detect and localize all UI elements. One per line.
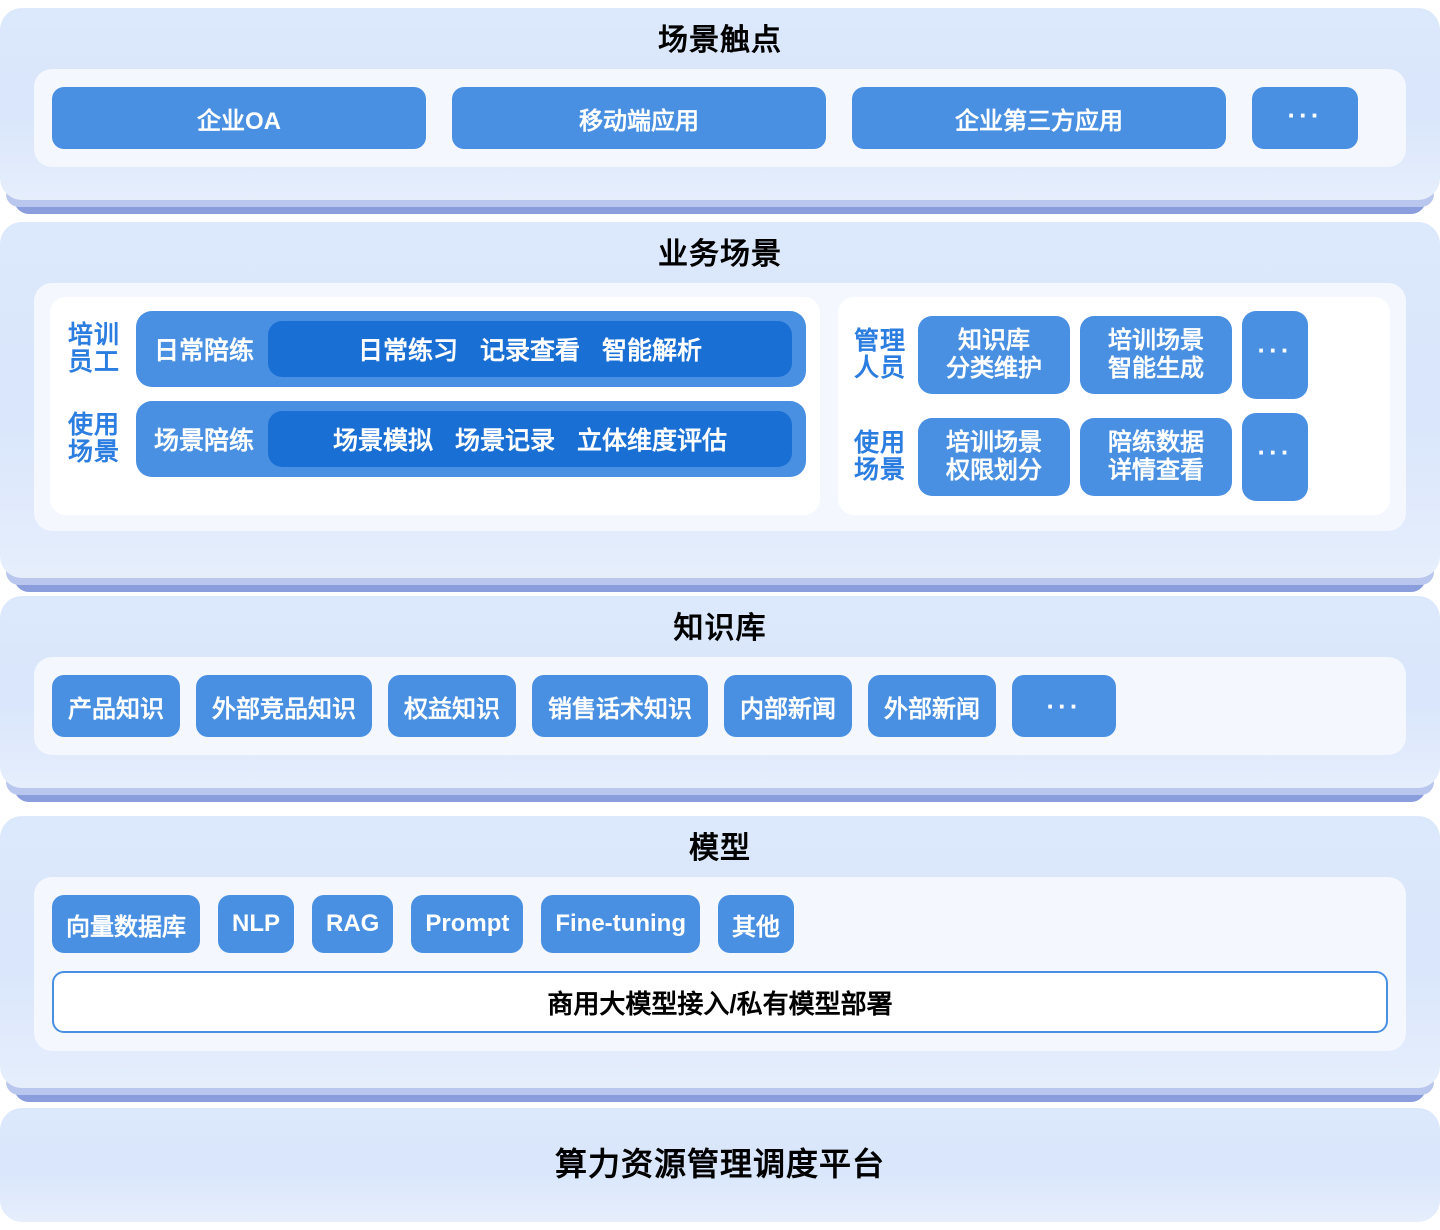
scene-inner-pill[interactable]: 日常练习 记录查看 智能解析 (268, 321, 792, 377)
scene-item[interactable]: 记录查看 (480, 337, 581, 365)
label-line-1: 使用 (67, 411, 120, 439)
model-panel: 模型 向量数据库 NLP RAG Prompt Fine-tuning 其他 商… (0, 816, 1440, 1088)
compute-panel: 算力资源管理调度平台 (0, 1108, 1440, 1222)
business-card: 培训 员工 日常陪练 日常练习 记录查看 智能解析 (34, 283, 1406, 531)
admin-card[interactable]: 陪练数据 详情查看 (1080, 418, 1232, 496)
knowledge-item-2[interactable]: 权益知识 (388, 675, 516, 737)
scene-item[interactable]: 智能解析 (602, 337, 703, 365)
section-touchpoints: 场景触点 企业OA 移动端应用 企业第三方应用 ··· (0, 8, 1440, 214)
business-right-group: 管理 人员 知识库 分类维护 培训场景 智能生成 ··· (838, 297, 1390, 515)
scene-inner-pill[interactable]: 场景模拟 场景记录 立体维度评估 (268, 411, 792, 467)
compute-title: 算力资源管理调度平台 (554, 1146, 885, 1183)
scene-pill-head: 场景陪练 (154, 427, 255, 455)
business-title: 业务场景 (658, 238, 782, 271)
admin-card-line-1: 知识库 (958, 326, 1030, 354)
touchpoint-item-1[interactable]: 移动端应用 (452, 87, 826, 149)
model-tech-row: 向量数据库 NLP RAG Prompt Fine-tuning 其他 (52, 895, 1388, 953)
label-line-1: 使用 (853, 429, 906, 457)
model-card: 向量数据库 NLP RAG Prompt Fine-tuning 其他 商用大模… (34, 877, 1406, 1051)
touchpoint-more-icon[interactable]: ··· (1252, 87, 1358, 149)
model-item-1[interactable]: NLP (218, 895, 294, 953)
business-row-label: 培训 员工 (64, 322, 124, 376)
label-line-1: 管理 (853, 327, 906, 355)
section-knowledge-base: 知识库 产品知识 外部竞品知识 权益知识 销售话术知识 内部新闻 外部新闻 ··… (0, 596, 1440, 802)
model-item-2[interactable]: RAG (312, 895, 394, 953)
business-row-label: 使用 场景 (852, 430, 908, 484)
business-left-group: 培训 员工 日常陪练 日常练习 记录查看 智能解析 (50, 297, 820, 515)
knowledge-item-4[interactable]: 内部新闻 (724, 675, 852, 737)
business-row-admin: 管理 人员 知识库 分类维护 培训场景 智能生成 ··· (852, 311, 1376, 399)
scene-pill-head: 日常陪练 (154, 337, 255, 365)
admin-more-icon[interactable]: ··· (1242, 413, 1308, 501)
admin-card-line-2: 智能生成 (1108, 355, 1204, 382)
label-line-2: 人员 (853, 354, 906, 382)
knowledge-more-icon[interactable]: ··· (1012, 675, 1116, 737)
scene-item[interactable]: 立体维度评估 (577, 427, 728, 455)
admin-card[interactable]: 知识库 分类维护 (918, 316, 1070, 394)
business-panel: 业务场景 培训 员工 日常陪练 日常练习 记录查看 智能 (0, 222, 1440, 578)
business-row-label: 使用 场景 (64, 412, 124, 466)
business-row-label: 管理 人员 (852, 328, 908, 382)
admin-card-line-1: 培训场景 (1108, 326, 1204, 354)
knowledge-panel: 知识库 产品知识 外部竞品知识 权益知识 销售话术知识 内部新闻 外部新闻 ··… (0, 596, 1440, 788)
admin-card-line-1: 陪练数据 (1108, 428, 1204, 456)
touchpoints-card: 企业OA 移动端应用 企业第三方应用 ··· (34, 69, 1406, 167)
model-deployment-note: 商用大模型接入/私有模型部署 (52, 971, 1388, 1033)
admin-card-line-2: 权限划分 (946, 457, 1042, 484)
knowledge-item-5[interactable]: 外部新闻 (868, 675, 996, 737)
touchpoint-item-2[interactable]: 企业第三方应用 (852, 87, 1226, 149)
knowledge-card: 产品知识 外部竞品知识 权益知识 销售话术知识 内部新闻 外部新闻 ··· (34, 657, 1406, 755)
admin-card[interactable]: 培训场景 权限划分 (918, 418, 1070, 496)
admin-more-icon[interactable]: ··· (1242, 311, 1308, 399)
knowledge-item-0[interactable]: 产品知识 (52, 675, 180, 737)
label-line-2: 场景 (67, 438, 120, 466)
business-row-trainee: 培训 员工 日常陪练 日常练习 记录查看 智能解析 (64, 311, 806, 387)
label-line-2: 场景 (853, 456, 906, 484)
label-line-2: 员工 (67, 348, 120, 376)
admin-card-line-1: 培训场景 (946, 428, 1042, 456)
scene-item[interactable]: 场景模拟 (332, 427, 433, 455)
admin-card[interactable]: 培训场景 智能生成 (1080, 316, 1232, 394)
model-item-4[interactable]: Fine-tuning (541, 895, 700, 953)
touchpoint-item-0[interactable]: 企业OA (52, 87, 426, 149)
admin-card-line-2: 详情查看 (1108, 457, 1204, 484)
scene-outer-pill[interactable]: 场景陪练 场景模拟 场景记录 立体维度评估 (136, 401, 806, 477)
knowledge-item-1[interactable]: 外部竞品知识 (196, 675, 372, 737)
scene-outer-pill[interactable]: 日常陪练 日常练习 记录查看 智能解析 (136, 311, 806, 387)
scene-item[interactable]: 日常练习 (357, 337, 458, 365)
model-item-0[interactable]: 向量数据库 (52, 895, 200, 953)
section-business-scenarios: 业务场景 培训 员工 日常陪练 日常练习 记录查看 智能 (0, 222, 1440, 592)
label-line-1: 培训 (67, 321, 120, 349)
section-model: 模型 向量数据库 NLP RAG Prompt Fine-tuning 其他 商… (0, 816, 1440, 1102)
admin-card-line-2: 分类维护 (946, 355, 1042, 382)
business-row-usage: 使用 场景 场景陪练 场景模拟 场景记录 立体维度评估 (64, 401, 806, 477)
scene-item[interactable]: 场景记录 (455, 427, 556, 455)
knowledge-title: 知识库 (673, 612, 767, 645)
touchpoints-title: 场景触点 (658, 24, 782, 57)
touchpoints-panel: 场景触点 企业OA 移动端应用 企业第三方应用 ··· (0, 8, 1440, 200)
business-row-admin-usage: 使用 场景 培训场景 权限划分 陪练数据 详情查看 ··· (852, 413, 1376, 501)
model-item-5[interactable]: 其他 (717, 895, 794, 953)
section-compute-platform: 算力资源管理调度平台 (0, 1108, 1440, 1222)
model-title: 模型 (689, 832, 751, 865)
model-item-3[interactable]: Prompt (411, 895, 524, 953)
knowledge-item-3[interactable]: 销售话术知识 (532, 675, 708, 737)
